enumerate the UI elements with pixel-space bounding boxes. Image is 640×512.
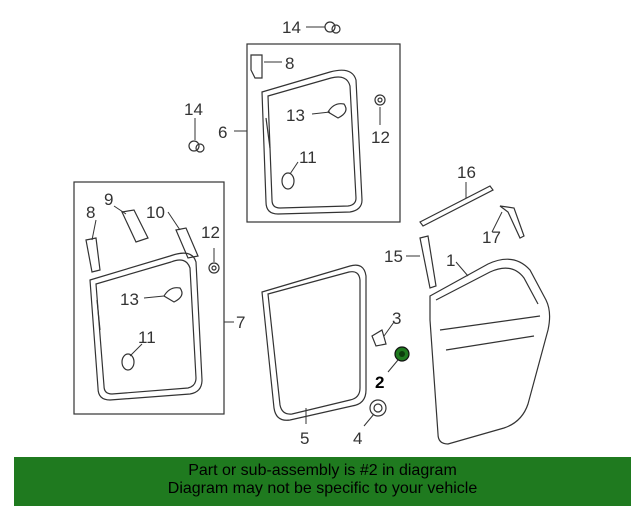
assembly-box-7 [73,181,225,415]
callout-2: 2 [375,373,384,392]
callout-labels: 14 8 14 6 13 12 11 16 9 8 10 12 17 15 1 … [86,18,501,448]
callout-10: 10 [146,203,165,222]
small-parts [85,21,387,417]
callout-9: 9 [104,190,113,209]
door-seal-5 [261,264,367,421]
door-weatherstrip-lower [89,252,203,401]
callout-5: 5 [300,429,309,448]
callout-12-right: 12 [371,128,390,147]
callout-15: 15 [384,247,403,266]
callout-4: 4 [353,429,362,448]
footer-line-2: Diagram may not be specific to your vehi… [167,480,478,497]
door-weatherstrip-upper [261,69,363,215]
callout-7: 7 [236,313,245,332]
callout-13-left: 13 [120,290,139,309]
callout-1: 1 [446,251,455,270]
callout-11-right: 11 [299,148,317,167]
callout-14-top: 14 [282,18,301,37]
callout-8-left: 8 [86,203,95,222]
callout-6: 6 [218,123,227,142]
assembly-box-6 [246,43,401,223]
footer-line-1: Part or sub-assembly is #2 in diagram [188,462,457,479]
callout-11-left: 11 [138,328,156,347]
callout-16: 16 [457,163,476,182]
callout-8-right: 8 [285,54,294,73]
callout-3: 3 [392,309,401,328]
parts-diagram: 14 8 14 6 13 12 11 16 9 8 10 12 17 15 1 … [73,18,551,448]
part-2-highlight [394,346,410,362]
callout-14-left: 14 [184,100,203,119]
door-strip-15 [419,235,437,289]
callout-13-right: 13 [286,106,305,125]
rear-door-shell-1 [429,258,551,445]
callout-17: 17 [482,228,501,247]
leader-lines [91,26,503,427]
footer-banner: Part or sub-assembly is #2 in diagram Di… [14,457,631,506]
door-moulding-16-17 [419,185,525,239]
callout-12-left: 12 [201,223,220,242]
